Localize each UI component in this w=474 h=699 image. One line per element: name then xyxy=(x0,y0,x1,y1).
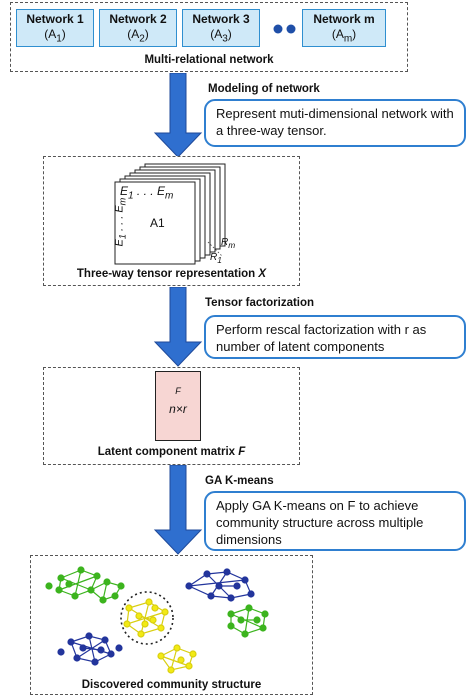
navy-community-top-right xyxy=(185,568,255,602)
network-2-name: Network 2 xyxy=(109,12,167,26)
ellipsis-dots-icon xyxy=(273,24,296,34)
down-arrow-icon xyxy=(153,287,203,367)
tensor-front-slice-label: A1 xyxy=(150,216,165,230)
step-ga-kmeans-callout: Apply GA K-means on F to achieve communi… xyxy=(204,491,466,551)
tensor-caption: Three-way tensor representation X xyxy=(76,268,267,280)
network-m-name: Network m xyxy=(313,12,375,26)
tensor-e-top-label: E1 . . . Em xyxy=(120,184,174,202)
community-graph-illustration xyxy=(45,566,269,674)
navy-community-bottom-left xyxy=(57,632,123,666)
step-ga-kmeans-label: GA K-means xyxy=(205,475,274,487)
yellow-community-bottom xyxy=(157,644,197,674)
latent-matrix-dims: n×r xyxy=(169,402,187,416)
tensor-slices-diagram xyxy=(114,163,226,265)
tensor-e-side-label: E1 . . . Em xyxy=(113,197,128,247)
step-modeling-label: Modeling of network xyxy=(208,83,320,95)
down-arrow-icon xyxy=(153,465,203,555)
step-tensor-factorization-callout: Perform rescal factorization with r as n… xyxy=(204,315,466,359)
latent-matrix-caption: Latent component matrix F xyxy=(97,446,246,458)
tensor-r-m-label: Rm xyxy=(221,237,236,250)
green-community-left xyxy=(45,566,125,604)
ellipsis-dots-icon xyxy=(272,22,298,40)
tensor-r-1-label: R1 xyxy=(210,252,222,265)
green-community-right xyxy=(227,604,269,638)
latent-matrix-top: F xyxy=(175,386,181,396)
multi-relational-network-caption: Multi-relational network xyxy=(144,54,274,66)
latent-matrix-box: F n×r xyxy=(155,371,201,441)
down-arrow-icon xyxy=(153,73,203,158)
highlight-circle xyxy=(120,591,174,645)
network-1-name: Network 1 xyxy=(26,12,84,26)
network-3-name: Network 3 xyxy=(192,12,250,26)
network-m-box: Network m (Am) xyxy=(302,9,386,47)
network-3-box: Network 3 (A3) xyxy=(182,9,260,47)
community-structure-caption: Discovered community structure xyxy=(81,679,262,691)
network-2-box: Network 2 (A2) xyxy=(99,9,177,47)
step-tensor-factorization-label: Tensor factorization xyxy=(205,297,315,309)
step-modeling-callout: Represent muti-dimensional network with … xyxy=(204,99,466,147)
yellow-community-center xyxy=(123,598,169,638)
network-1-box: Network 1 (A1) xyxy=(16,9,94,47)
